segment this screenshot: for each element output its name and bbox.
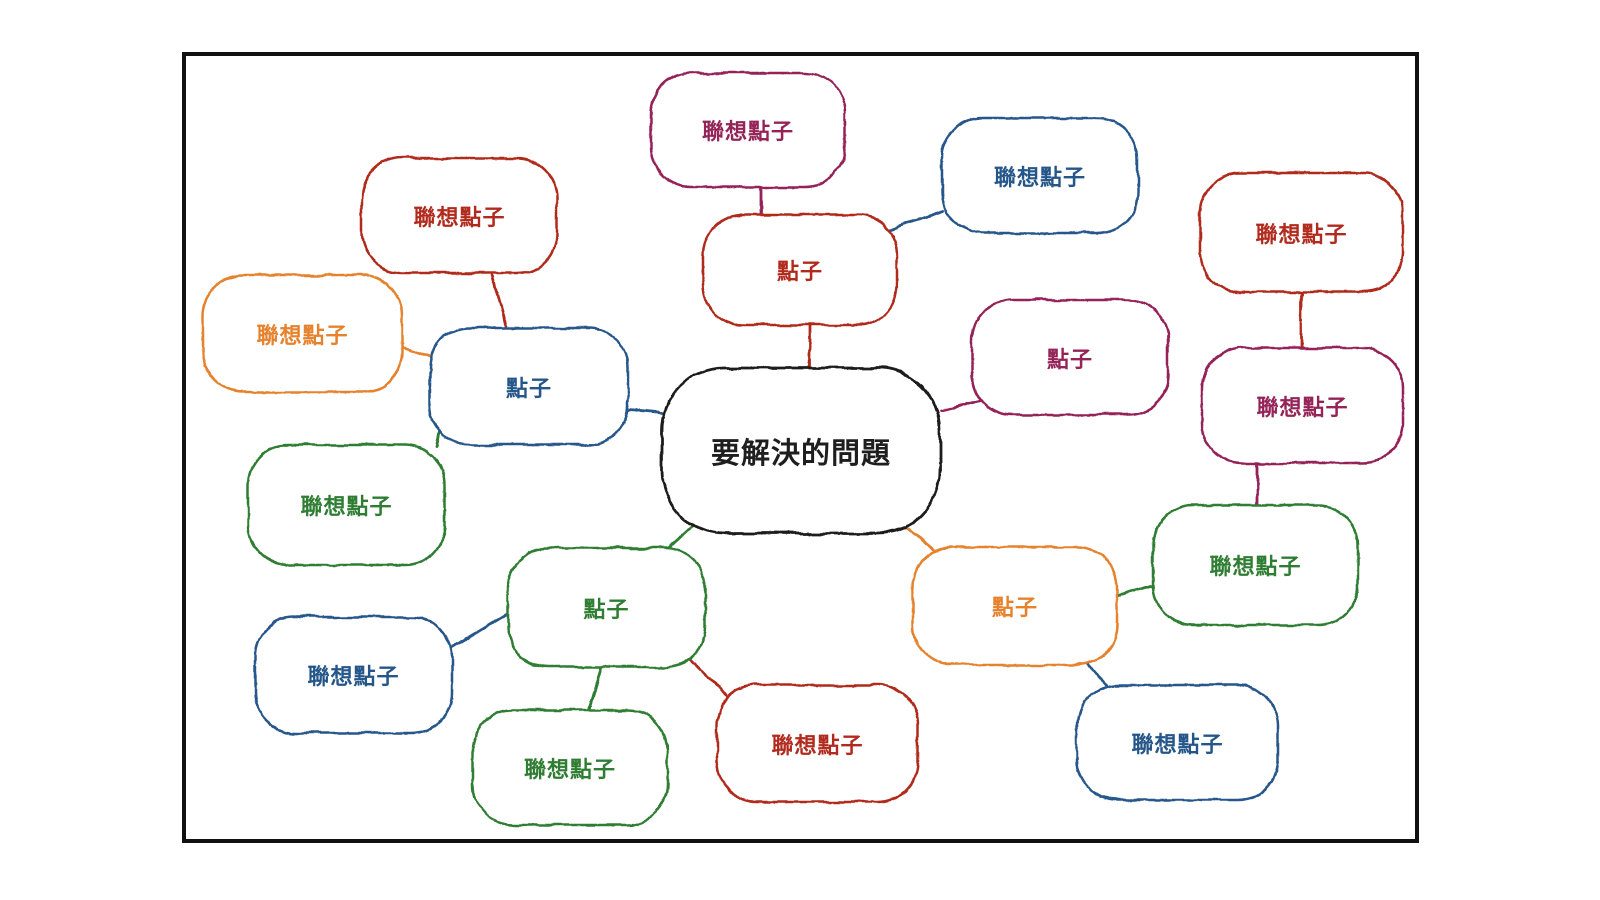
node-shape-idea-left-blue[interactable] — [428, 326, 630, 447]
node-shape-assoc-right-red[interactable] — [1198, 171, 1405, 294]
edge-central-problem--idea-right-purple — [939, 399, 983, 413]
node-shape-assoc-left-orange[interactable] — [201, 273, 404, 394]
edge-idea-top-red--assoc-topright-blue — [885, 209, 945, 232]
node-shape-central-problem[interactable] — [660, 366, 942, 535]
canvas-frame — [182, 52, 1419, 843]
node-shape-assoc-top-purple[interactable] — [649, 71, 847, 189]
node-shape-assoc-right-green[interactable] — [1151, 503, 1360, 627]
edge-idea-right-orange--assoc-right-green — [1111, 583, 1158, 599]
node-shape-idea-top-red[interactable] — [701, 213, 899, 327]
node-shape-assoc-topright-blue[interactable] — [940, 116, 1140, 235]
node-shape-idea-right-purple[interactable] — [970, 298, 1170, 417]
edge-idea-left-blue--assoc-left-orange — [400, 345, 434, 359]
node-shape-idea-right-orange[interactable] — [911, 545, 1119, 667]
edge-idea-right-orange--assoc-bottomright-blue — [1086, 662, 1109, 688]
edge-idea-bottom-green--assoc-bottom-red — [686, 655, 732, 700]
node-shape-idea-bottom-green[interactable] — [506, 546, 707, 669]
node-shape-assoc-bottom-green[interactable] — [471, 708, 669, 827]
edge-idea-left-blue--assoc-topleft-red — [490, 271, 509, 330]
edge-central-problem--idea-right-orange — [904, 525, 939, 554]
edge-idea-bottom-green--assoc-bottom-green — [586, 663, 604, 715]
node-shape-assoc-bottom-red[interactable] — [715, 683, 920, 804]
node-layer — [201, 71, 1405, 827]
node-shape-assoc-left-green[interactable] — [246, 443, 447, 567]
node-shape-assoc-bottomleft-blue[interactable] — [253, 615, 454, 735]
edge-central-problem--idea-left-blue — [627, 408, 664, 415]
edge-idea-bottom-green--assoc-bottomleft-blue — [450, 612, 509, 649]
node-shape-assoc-bottomright-blue[interactable] — [1075, 683, 1280, 802]
node-shape-assoc-topleft-red[interactable] — [360, 156, 559, 275]
node-shape-assoc-right-purple[interactable] — [1200, 346, 1405, 465]
